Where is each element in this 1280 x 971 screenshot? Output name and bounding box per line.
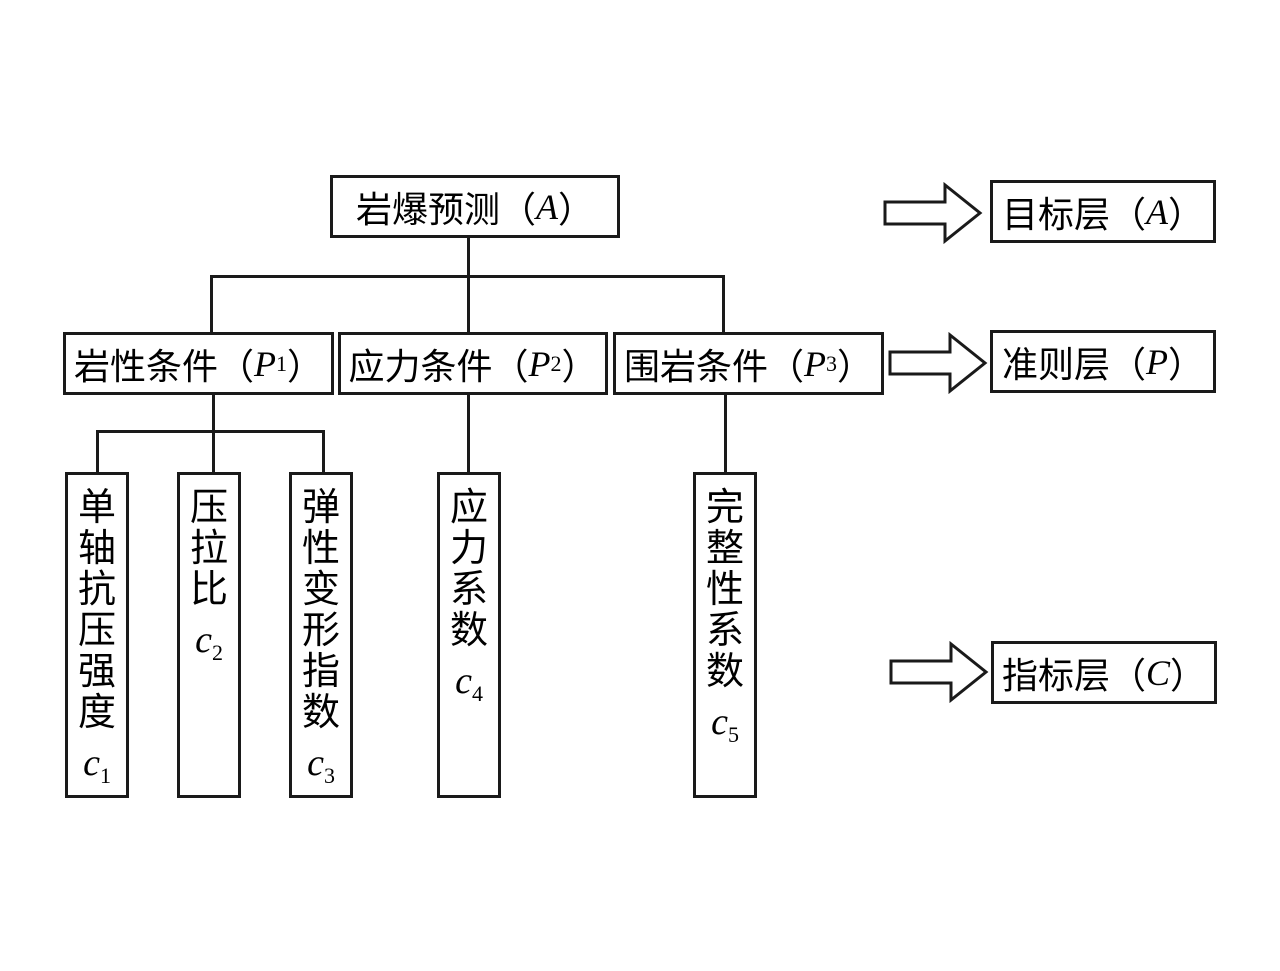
layer-label-close: ）: [1168, 194, 1205, 236]
indicator-label-char: 应: [449, 485, 488, 529]
layer-label-close: ）: [1168, 344, 1205, 386]
indicator-label: 应力系数: [449, 485, 488, 653]
indicator-node-c2: 压拉比 c2: [177, 472, 241, 798]
indicator-label-char: 轴: [77, 526, 116, 571]
connector-p1-up: [210, 275, 213, 334]
goal-node-label: 岩爆预测（: [355, 189, 536, 231]
indicator-symbol: c5: [711, 702, 739, 747]
arrow-right-icon: [889, 641, 989, 703]
goal-node-symbol: A: [536, 186, 558, 227]
layer-label-criteria: 准则层（P）: [990, 330, 1216, 393]
indicator-symbol-letter: c: [195, 619, 212, 662]
connector-goal-down: [467, 236, 470, 278]
indicator-label-char: 单: [77, 485, 116, 529]
criteria-close: ）: [287, 346, 324, 388]
indicator-label-char: 形: [301, 608, 340, 653]
connector-p1-bar: [96, 430, 325, 433]
layer-label-text: 准则层（: [1001, 344, 1146, 386]
arrow-right-icon: [883, 182, 983, 244]
goal-node-close: ）: [558, 189, 595, 231]
indicator-label-char: 数: [705, 649, 744, 694]
indicator-label-char: 完: [705, 485, 744, 529]
criteria-symbol: P: [528, 343, 551, 384]
indicator-subscript: 3: [323, 763, 335, 789]
criteria-label: 应力条件（: [348, 346, 529, 388]
indicator-node-c1: 单轴抗压强度 c1: [65, 472, 129, 798]
layer-label-text: 指标层（: [1001, 655, 1146, 697]
criteria-label: 围岩条件（: [623, 346, 804, 388]
indicator-symbol-letter: c: [455, 660, 472, 703]
indicator-symbol-letter: c: [307, 742, 324, 785]
indicator-node-c4: 应力系数 c4: [437, 472, 501, 798]
indicator-subscript: 5: [727, 722, 739, 748]
indicator-label-char: 性: [705, 567, 744, 612]
indicator-label-char: 度: [77, 690, 116, 735]
indicator-symbol: c3: [307, 743, 335, 788]
indicator-label-char: 压: [77, 608, 116, 653]
arrow-right-icon: [888, 332, 988, 394]
criteria-symbol: P: [804, 343, 826, 384]
indicator-symbol: c1: [83, 743, 111, 788]
layer-label-indicator: 指标层（C）: [991, 641, 1217, 704]
layer-label-symbol: A: [1146, 191, 1168, 232]
indicator-label-char: 比: [189, 567, 228, 612]
indicator-label-char: 压: [189, 485, 228, 529]
criteria-subscript: 1: [276, 350, 287, 376]
indicator-symbol-letter: c: [83, 742, 100, 785]
indicator-node-c5: 完整性系数 c5: [693, 472, 757, 798]
criteria-label: 岩性条件（: [73, 346, 254, 388]
indicator-label-char: 抗: [77, 567, 116, 612]
indicator-label: 压拉比: [189, 485, 228, 612]
connector-c1-up: [96, 430, 99, 475]
indicator-label-char: 弹: [301, 485, 340, 529]
indicator-symbol: c2: [195, 620, 223, 665]
layer-label-close: ）: [1170, 655, 1207, 697]
indicator-subscript: 2: [211, 640, 223, 666]
connector-p1-down: [212, 393, 215, 433]
indicator-symbol: c4: [455, 661, 483, 706]
indicator-label-char: 系: [705, 608, 744, 653]
indicator-label-char: 力: [449, 526, 488, 571]
indicator-label-char: 强: [77, 649, 116, 694]
indicator-label-char: 数: [301, 690, 340, 735]
indicator-label: 弹性变形指数: [301, 485, 340, 735]
goal-node: 岩爆预测（A）: [330, 175, 620, 238]
layer-label-symbol: P: [1146, 341, 1168, 382]
indicator-label-char: 变: [301, 567, 340, 612]
indicator-node-c3: 弹性变形指数 c3: [289, 472, 353, 798]
indicator-subscript: 4: [471, 681, 483, 707]
layer-label-goal: 目标层（A）: [990, 180, 1216, 243]
criteria-subscript: 3: [826, 350, 837, 376]
connector-p2-down: [467, 393, 470, 475]
connector-p2-up: [467, 275, 470, 334]
indicator-label-char: 数: [449, 608, 488, 653]
criteria-subscript: 2: [550, 350, 562, 376]
connector-c2-up: [212, 430, 215, 475]
indicator-symbol-letter: c: [711, 701, 728, 744]
layer-label-text: 目标层（: [1001, 194, 1146, 236]
indicator-label-char: 指: [301, 649, 340, 694]
indicator-label: 完整性系数: [705, 485, 744, 694]
criteria-symbol: P: [254, 343, 276, 384]
indicator-label-char: 性: [301, 526, 340, 571]
indicator-label-char: 拉: [189, 526, 228, 571]
indicator-label-char: 整: [705, 526, 744, 571]
connector-p3-down: [724, 393, 727, 475]
criteria-close: ）: [837, 346, 874, 388]
connector-p3-up: [722, 275, 725, 334]
indicator-label: 单轴抗压强度: [77, 485, 116, 735]
connector-c3-up: [322, 430, 325, 475]
layer-label-symbol: C: [1145, 652, 1170, 693]
criteria-close: ）: [561, 346, 598, 388]
indicator-label-char: 系: [449, 567, 488, 612]
indicator-subscript: 1: [99, 763, 111, 789]
